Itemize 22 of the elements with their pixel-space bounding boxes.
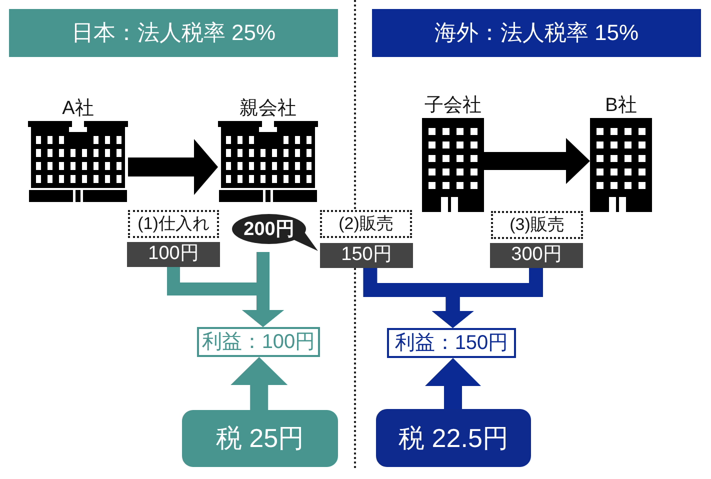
arrow	[128, 139, 218, 195]
arrow	[484, 138, 590, 184]
transaction-label: (2)販売	[320, 210, 412, 238]
arrow	[242, 252, 284, 327]
company-label: A社	[62, 99, 94, 119]
price-tag: 300円	[490, 243, 583, 268]
tax-box: 税 22.5円	[376, 409, 531, 467]
company-label: 子会社	[424, 96, 482, 116]
arrow	[230, 357, 288, 410]
header-band: 日本：法人税率 25%	[9, 9, 338, 57]
company-label: 親会社	[240, 99, 296, 119]
transaction-label: (1)仕入れ	[128, 210, 219, 238]
company-label: B社	[605, 96, 637, 116]
arrow	[432, 268, 543, 328]
profit-box: 利益：150円	[387, 328, 516, 358]
tax-box: 税 25円	[182, 410, 338, 467]
profit-box: 利益：100円	[197, 327, 320, 357]
header-band: 海外：法人税率 15%	[372, 9, 701, 57]
arrow	[425, 358, 481, 409]
transaction-label: (3)販売	[491, 211, 583, 239]
price-tag: 100円	[127, 242, 220, 267]
price-tag: 150円	[320, 243, 413, 268]
